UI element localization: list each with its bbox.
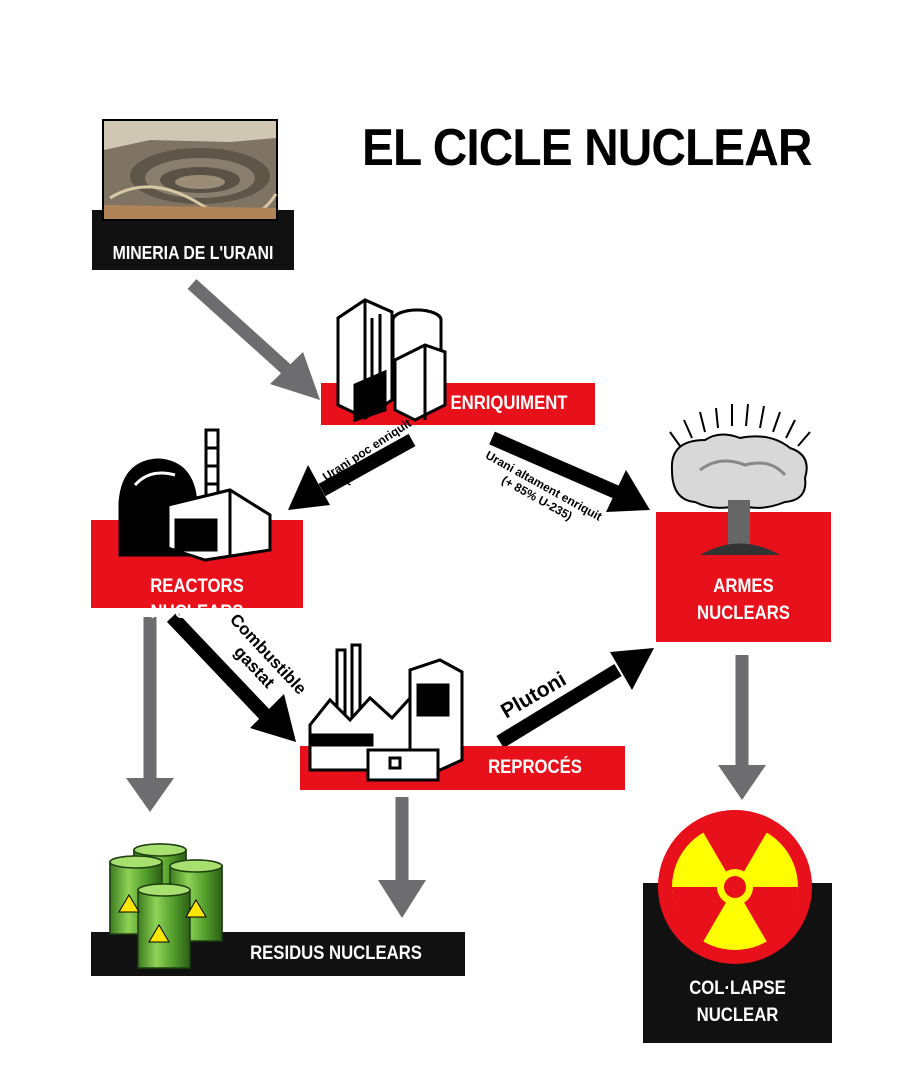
reprocessing-label: REPROCÉS — [488, 757, 582, 778]
arrow-reactors-to-reprocessing — [166, 612, 296, 742]
arrow-weapons-to-collapse — [718, 655, 766, 800]
arrow-reactors-to-waste — [126, 617, 174, 812]
arrow-enrichment-to-weapons — [489, 431, 650, 512]
mining-label-box: MINERIA DE L'URANI — [92, 210, 294, 270]
page-title: EL CICLE NUCLEAR — [362, 119, 812, 177]
weapons-label-line1: ARMES — [713, 576, 774, 597]
collapse-label-line2: NUCLEAR — [696, 1005, 779, 1026]
arrow-reprocessing-to-weapons — [496, 648, 654, 748]
waste-box: RESIDUS NUCLEARS — [91, 932, 465, 976]
weapons-label-line2: NUCLEARS — [697, 603, 790, 624]
collapse-box: COL·LAPSE NUCLEAR — [643, 883, 832, 1043]
waste-label: RESIDUS NUCLEARS — [250, 943, 422, 964]
uranium-mine-photo — [102, 119, 278, 221]
reactors-box: REACTORS NUCLEARS — [91, 520, 303, 623]
arrow-enrichment-to-reactors — [288, 433, 416, 510]
arrow-reprocessing-to-waste — [378, 797, 426, 918]
reprocessing-box: REPROCÉS — [300, 746, 625, 790]
mining-label: MINERIA DE L'URANI — [112, 243, 274, 263]
arrow-mining-to-enrichment — [187, 279, 320, 400]
enrichment-label: ENRIQUIMENT — [450, 393, 568, 414]
collapse-label-line1: COL·LAPSE — [689, 978, 786, 999]
weapons-box: ARMES NUCLEARS — [656, 512, 831, 642]
enrichment-box: ENRIQUIMENT — [321, 383, 595, 425]
reactors-label: REACTORS NUCLEARS — [150, 576, 244, 623]
